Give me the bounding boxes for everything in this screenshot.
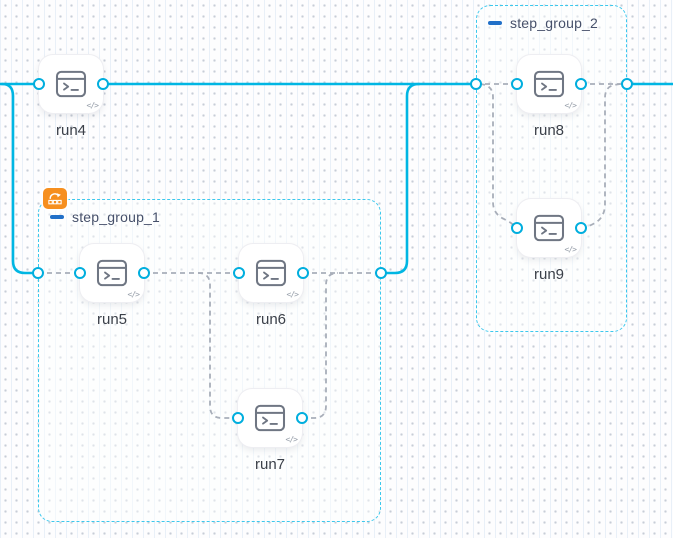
edge-group2-to-run9[interactable]	[479, 83, 518, 229]
edge-entry-to-group1[interactable]	[0, 82, 40, 275]
edge-run9-to-group2-out[interactable]	[580, 83, 621, 229]
node-label: run6	[255, 311, 287, 328]
edge-run7-to-group1-out[interactable]	[302, 272, 339, 419]
port-run9-out[interactable]	[575, 222, 587, 234]
code-icon: </>	[564, 101, 577, 110]
code-icon: </>	[127, 290, 140, 299]
terminal-icon	[55, 70, 87, 98]
port-run9-in[interactable]	[511, 222, 523, 234]
port-run8-in[interactable]	[511, 78, 523, 90]
group-title-1: step_group_1	[50, 209, 160, 225]
code-icon: </>	[564, 245, 577, 254]
node-label: run5	[96, 311, 128, 328]
node-run4[interactable]: </> run4	[39, 55, 103, 139]
port-group1-in[interactable]	[32, 267, 44, 279]
node-label: run9	[533, 266, 565, 283]
port-run5-in[interactable]	[74, 267, 86, 279]
node-run8[interactable]: </> run8	[517, 55, 581, 139]
node-run5[interactable]: </> run5	[80, 244, 144, 328]
terminal-icon	[255, 259, 287, 287]
port-run4-in[interactable]	[33, 78, 45, 90]
node-box-run5[interactable]: </>	[80, 244, 144, 302]
port-group2-in[interactable]	[470, 78, 482, 90]
terminal-icon	[96, 259, 128, 287]
code-icon: </>	[286, 290, 299, 299]
port-run4-out[interactable]	[97, 78, 109, 90]
terminal-icon	[533, 70, 565, 98]
group-label: step_group_1	[72, 209, 161, 225]
node-label: run4	[55, 122, 87, 139]
port-run7-in[interactable]	[232, 412, 244, 424]
port-run6-in[interactable]	[233, 267, 245, 279]
edge-run5-to-run7[interactable]	[197, 272, 238, 419]
port-run5-out[interactable]	[138, 267, 150, 279]
edge-group1-to-group2[interactable]	[379, 82, 421, 275]
node-run9[interactable]: </> run9	[517, 199, 581, 283]
node-box-run6[interactable]: </>	[239, 244, 303, 302]
node-label: run8	[533, 122, 565, 139]
group-label: step_group_2	[510, 15, 599, 31]
code-icon: </>	[86, 101, 99, 110]
port-group2-out[interactable]	[621, 78, 633, 90]
node-run7[interactable]: </> run7	[238, 389, 302, 473]
node-box-run8[interactable]: </>	[517, 55, 581, 113]
collapse-minus-icon[interactable]	[50, 215, 64, 219]
terminal-icon	[254, 404, 286, 432]
node-box-run9[interactable]: </>	[517, 199, 581, 257]
loop-matrix-icon	[43, 188, 67, 209]
port-run6-out[interactable]	[297, 267, 309, 279]
code-icon: </>	[285, 435, 298, 444]
node-run6[interactable]: </> run6	[239, 244, 303, 328]
node-box-run4[interactable]: </>	[39, 55, 103, 113]
port-group1-out[interactable]	[375, 267, 387, 279]
node-label: run7	[254, 456, 286, 473]
port-run8-out[interactable]	[575, 78, 587, 90]
node-box-run7[interactable]: </>	[238, 389, 302, 447]
port-run7-out[interactable]	[296, 412, 308, 424]
terminal-icon	[533, 214, 565, 242]
collapse-minus-icon[interactable]	[488, 21, 502, 25]
group-title-2: step_group_2	[488, 15, 598, 31]
